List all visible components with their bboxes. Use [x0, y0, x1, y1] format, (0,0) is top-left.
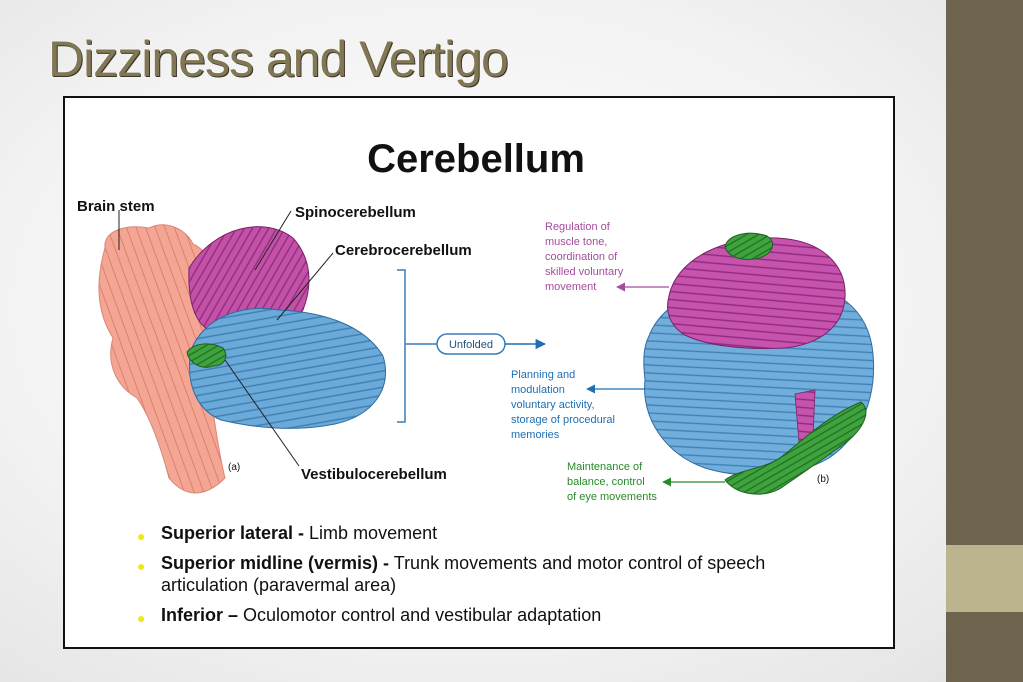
- bullet-term: Superior lateral -: [161, 523, 305, 543]
- regulation-annotation: Regulation of muscle tone, coordination …: [545, 221, 624, 293]
- regulation-line-1: Regulation of: [545, 221, 611, 233]
- vestibulocerebellum-shape-a: [186, 343, 227, 368]
- bullet-dot-icon: ●: [137, 610, 146, 626]
- regulation-line-3: coordination of: [545, 251, 618, 263]
- vestibulocerebellum-top-b: [724, 232, 774, 260]
- bullet-list: ● Superior lateral - Limb movement ● Sup…: [137, 522, 837, 634]
- bullet-term: Inferior –: [161, 605, 239, 625]
- vestibulocerebellum-label: Vestibulocerebellum: [301, 466, 447, 483]
- decorative-side-bar-accent: [946, 545, 1023, 612]
- panel-b-label: (b): [817, 474, 829, 485]
- maintenance-line-3: of eye movements: [567, 491, 657, 503]
- cerebellum-figure: Cerebellum Brain stem Spinocerebellum Ce…: [63, 96, 895, 649]
- planning-line-4: storage of procedural: [511, 414, 615, 426]
- bullet-superior-midline: ● Superior midline (vermis) - Trunk move…: [137, 552, 837, 596]
- brain-stem-label: Brain stem: [77, 198, 155, 215]
- regulation-line-4: skilled voluntary: [545, 266, 624, 278]
- planning-annotation: Planning and modulation voluntary activi…: [511, 369, 615, 441]
- maintenance-annotation: Maintenance of balance, control of eye m…: [567, 461, 657, 503]
- planning-line-5: memories: [511, 429, 560, 441]
- planning-line-2: modulation: [511, 384, 565, 396]
- planning-line-3: voluntary activity,: [511, 399, 595, 411]
- slide-title: Dizziness and Vertigo: [48, 31, 509, 87]
- regulation-line-2: muscle tone,: [545, 236, 607, 248]
- panel-a-label: (a): [228, 462, 240, 473]
- bracket: [397, 269, 406, 423]
- spinocerebellum-label: Spinocerebellum: [295, 204, 416, 221]
- maintenance-line-2: balance, control: [567, 476, 645, 488]
- regulation-line-5: movement: [545, 281, 596, 293]
- cerebrocerebellum-label: Cerebrocerebellum: [335, 242, 472, 259]
- cerebrocerebellum-shape-a: [189, 308, 387, 429]
- bullet-text: Trunk movements and motor control of spe…: [161, 553, 766, 595]
- planning-line-1: Planning and: [511, 369, 575, 381]
- bullet-superior-lateral: ● Superior lateral - Limb movement: [137, 522, 837, 544]
- bullet-term: Superior midline (vermis) -: [161, 553, 390, 573]
- bullet-dot-icon: ●: [137, 558, 146, 574]
- vestibulocerebellum-bottom-b: [724, 401, 867, 495]
- figure-heading: Cerebellum: [367, 137, 585, 181]
- bullet-dot-icon: ●: [137, 528, 146, 544]
- bullet-text: Oculomotor control and vestibular adapta…: [238, 605, 602, 625]
- cerebellum-diagram: Cerebellum Brain stem Spinocerebellum Ce…: [77, 137, 875, 503]
- unfolded-label: Unfolded: [449, 339, 493, 351]
- bullet-inferior: ● Inferior – Oculomotor control and vest…: [137, 604, 837, 626]
- bullet-text: Limb movement: [304, 523, 438, 543]
- maintenance-line-1: Maintenance of: [567, 461, 643, 473]
